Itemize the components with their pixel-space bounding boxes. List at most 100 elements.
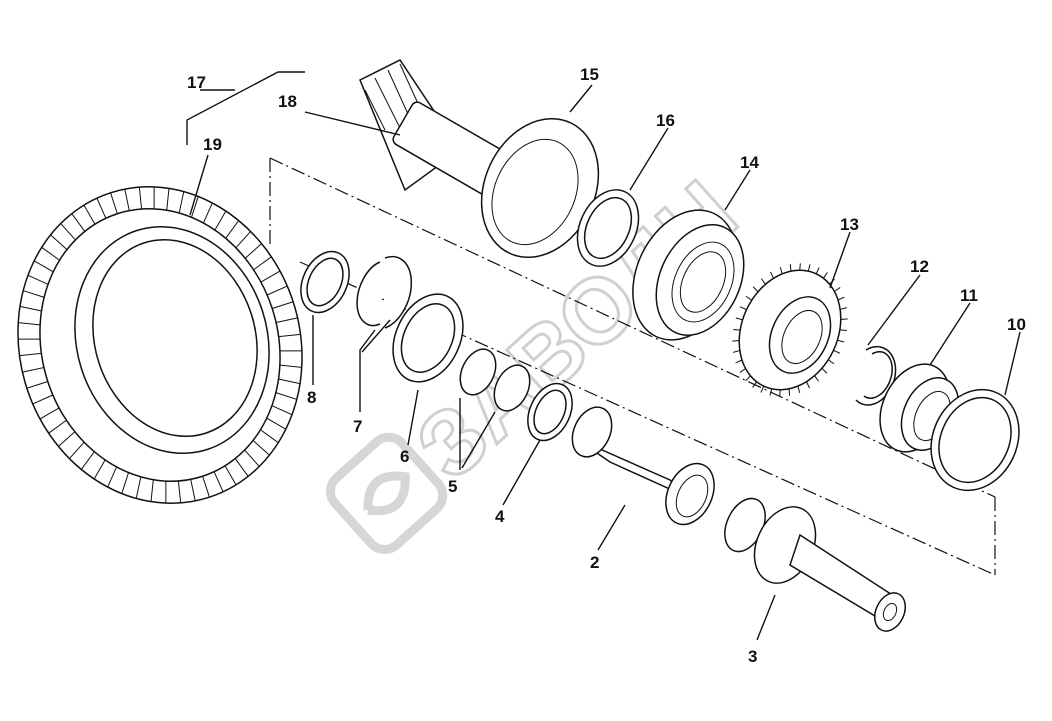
callout-18: 18 bbox=[278, 92, 297, 111]
callout-17: 17 bbox=[187, 73, 206, 92]
gear-tooth bbox=[71, 213, 86, 232]
gear-tooth bbox=[190, 479, 196, 501]
washer-6 bbox=[392, 293, 464, 383]
gear-tooth bbox=[266, 417, 287, 430]
gear-tooth bbox=[275, 317, 298, 323]
gear-tooth bbox=[39, 407, 60, 420]
callout-10: 10 bbox=[1007, 315, 1026, 334]
gear-tooth bbox=[828, 359, 835, 365]
callout-4: 4 bbox=[495, 507, 505, 526]
gear-tooth bbox=[60, 223, 76, 241]
gear-tooth bbox=[19, 305, 42, 312]
gear-tooth bbox=[839, 329, 847, 331]
callout-11: 11 bbox=[960, 286, 978, 305]
gear-tooth bbox=[279, 364, 302, 368]
callout-12: 12 bbox=[910, 257, 929, 276]
washer-8 bbox=[300, 250, 350, 314]
gear-tooth bbox=[190, 196, 199, 218]
gear-tooth bbox=[815, 267, 820, 275]
gear-tooth bbox=[96, 197, 107, 219]
callout-2: 2 bbox=[590, 553, 599, 572]
gear-tooth bbox=[834, 287, 841, 292]
gear-tooth bbox=[807, 264, 811, 272]
gear-tooth bbox=[799, 263, 801, 271]
gear-tooth bbox=[107, 466, 118, 488]
gear-tooth bbox=[735, 359, 743, 364]
gear-tooth bbox=[58, 431, 76, 447]
gear-tooth bbox=[22, 367, 45, 373]
gear-tooth bbox=[234, 458, 249, 477]
gear-tooth bbox=[752, 381, 758, 388]
gear-tooth bbox=[48, 419, 67, 434]
gear-tooth bbox=[124, 189, 130, 211]
sleeve-2 bbox=[571, 406, 715, 526]
shim-ring-16 bbox=[576, 189, 640, 267]
gear-tooth bbox=[278, 333, 301, 338]
gear-tooth bbox=[761, 278, 766, 285]
gear-tooth bbox=[69, 441, 85, 459]
gear-tooth bbox=[83, 204, 96, 225]
gear-tooth bbox=[138, 187, 143, 210]
gear-tooth bbox=[19, 352, 42, 357]
callout-7: 7 bbox=[353, 417, 362, 436]
gear-tooth bbox=[745, 295, 752, 301]
gear-tooth bbox=[224, 465, 237, 486]
washer-4 bbox=[527, 382, 573, 442]
gear-tooth bbox=[278, 378, 301, 385]
gear-tooth bbox=[166, 188, 170, 211]
gear-tooth bbox=[121, 472, 130, 494]
callout-13: 13 bbox=[840, 215, 859, 234]
gear-tooth bbox=[50, 234, 68, 250]
gear-tooth bbox=[177, 480, 182, 503]
gear-tooth bbox=[833, 349, 841, 354]
gear-tooth bbox=[213, 471, 224, 493]
dish-washer bbox=[480, 117, 600, 259]
gear-tooth bbox=[135, 476, 142, 499]
gear-tooth bbox=[244, 243, 262, 259]
gear-tooth bbox=[739, 368, 746, 373]
spur-gear-13 bbox=[732, 263, 848, 397]
gear-tooth bbox=[214, 210, 227, 231]
gear-tooth bbox=[789, 264, 792, 272]
bearing-14 bbox=[632, 209, 745, 341]
gear-tooth bbox=[814, 375, 819, 382]
gear-tooth bbox=[80, 451, 95, 470]
callout-labels: 17 18 19 15 16 14 13 12 11 10 8 7 6 5 4 … bbox=[187, 65, 1026, 666]
gear-tooth bbox=[202, 476, 210, 498]
split-rings-7 bbox=[356, 255, 413, 329]
gear-tooth bbox=[788, 388, 791, 396]
ring-gear bbox=[17, 186, 303, 504]
gear-tooth bbox=[235, 231, 251, 249]
leader-lines bbox=[189, 84, 1021, 641]
gear-tooth bbox=[110, 192, 118, 214]
gear-tooth bbox=[732, 350, 740, 353]
callout-8: 8 bbox=[307, 388, 316, 407]
gear-tooth bbox=[244, 449, 260, 467]
gear-tooth bbox=[779, 267, 783, 275]
gear-tooth bbox=[252, 440, 270, 456]
gear-tooth bbox=[739, 306, 747, 311]
gear-tooth bbox=[253, 256, 272, 271]
gear-tooth bbox=[745, 375, 751, 382]
gear-tooth bbox=[266, 285, 288, 296]
snap-ring-12 bbox=[855, 345, 897, 406]
gear-tooth bbox=[806, 381, 810, 389]
gear-tooth bbox=[33, 260, 54, 273]
gear-tooth bbox=[23, 290, 45, 298]
gear-tooth bbox=[18, 322, 41, 326]
gear-tooth bbox=[32, 394, 54, 405]
gear-tooth bbox=[271, 405, 293, 416]
gear-tooth bbox=[260, 429, 279, 444]
gear-tooth bbox=[225, 220, 240, 239]
callout-6: 6 bbox=[400, 447, 409, 466]
gear-tooth bbox=[272, 301, 294, 310]
callout-16: 16 bbox=[656, 111, 675, 130]
callout-5: 5 bbox=[448, 477, 457, 496]
gear-tooth bbox=[837, 339, 845, 343]
gear-tooth bbox=[837, 296, 845, 301]
gear-tooth bbox=[735, 317, 743, 321]
callout-15: 15 bbox=[580, 65, 599, 84]
gear-tooth bbox=[760, 385, 765, 393]
gear-tooth bbox=[840, 318, 848, 320]
